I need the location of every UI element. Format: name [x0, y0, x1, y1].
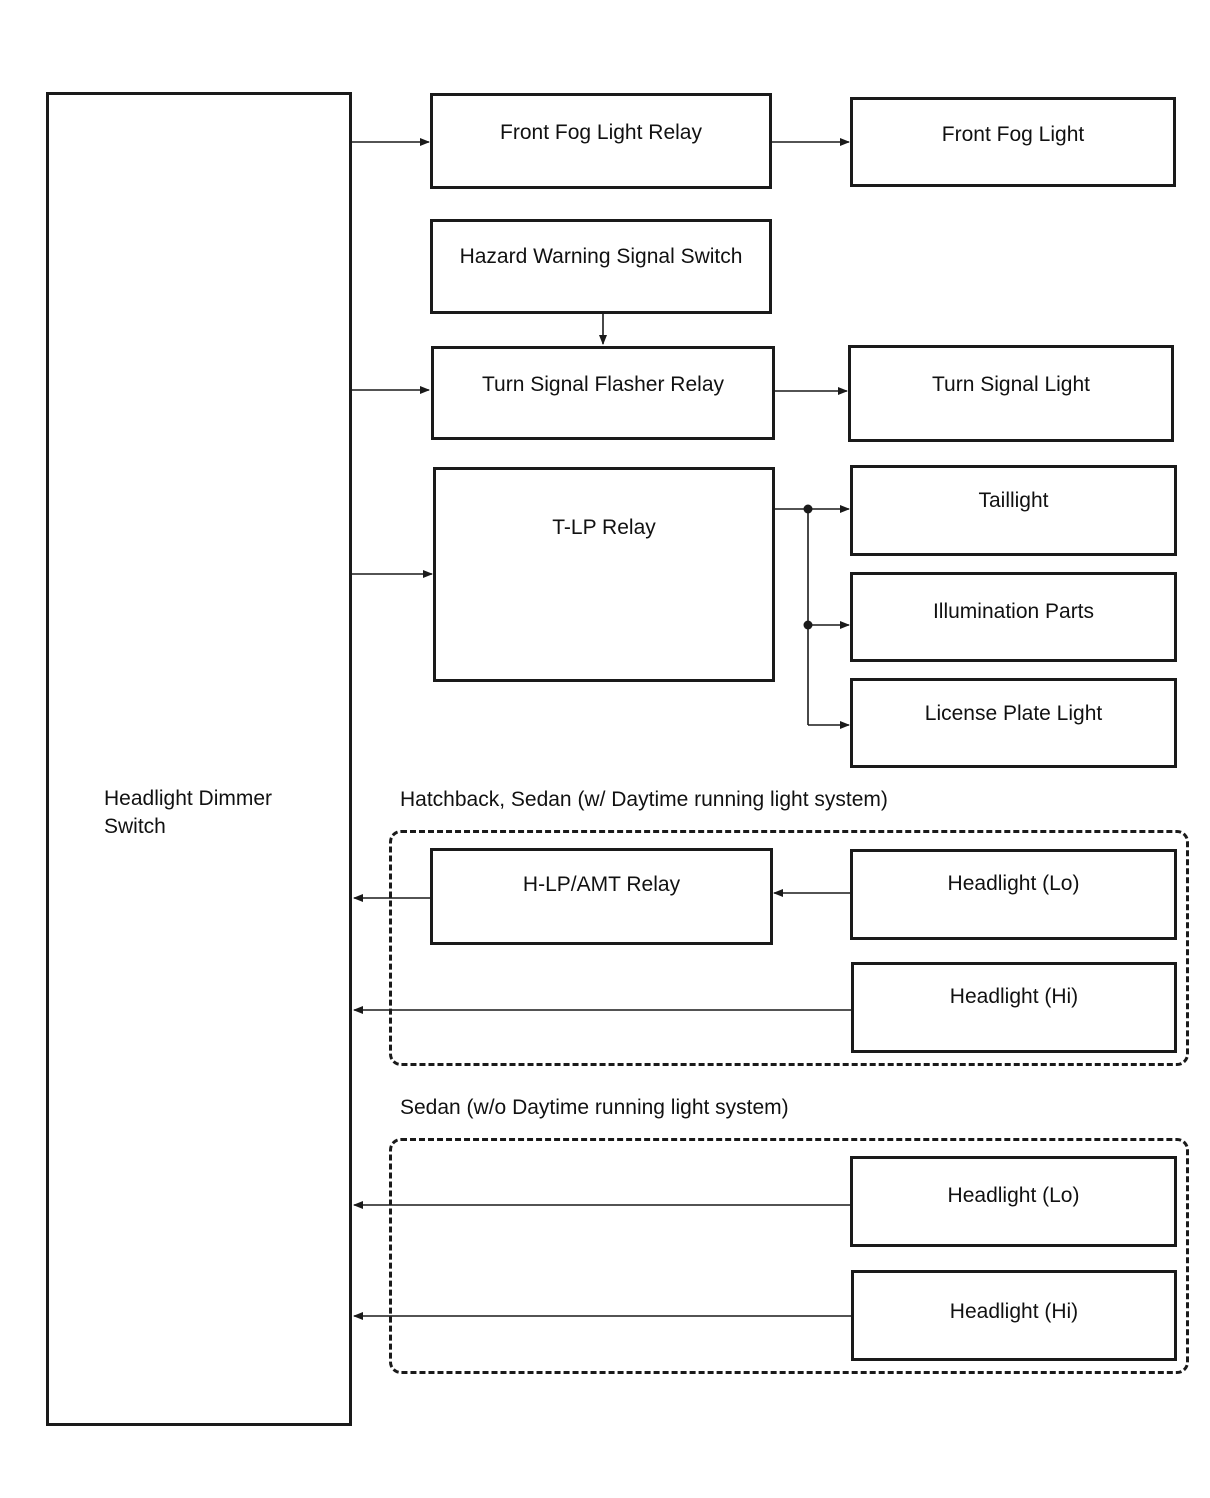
- taillight-block: Taillight: [850, 465, 1177, 556]
- hlp-amt-relay-label: H-LP/AMT Relay: [522, 873, 681, 896]
- headlight-lo-drl-label: Headlight (Lo): [947, 872, 1080, 895]
- hazard-warning-signal-switch-block: Hazard Warning Signal Switch: [430, 219, 772, 314]
- group-drl-dashed-box: [389, 830, 1189, 1066]
- headlight-lo-drl-block: Headlight (Lo): [850, 849, 1177, 940]
- front-fog-light-label: Front Fog Light: [941, 123, 1085, 146]
- hlp-amt-relay-block: H-LP/AMT Relay: [430, 848, 773, 945]
- headlight-hi-no-drl-block: Headlight (Hi): [851, 1270, 1177, 1361]
- headlight-dimmer-switch-label: Headlight Dimmer Switch: [104, 787, 273, 838]
- front-fog-light-relay-block: Front Fog Light Relay: [430, 93, 772, 189]
- turn-signal-light-block: Turn Signal Light: [848, 345, 1174, 442]
- headlight-lo-no-drl-label: Headlight (Lo): [947, 1184, 1080, 1207]
- junction-dot-illumination: [803, 620, 813, 630]
- turn-signal-light-label: Turn Signal Light: [932, 373, 1090, 396]
- taillight-label: Taillight: [978, 489, 1049, 512]
- tlp-relay-label: T-LP Relay: [552, 516, 656, 539]
- group-no-drl-caption: Sedan (w/o Daytime running light system): [400, 1096, 789, 1119]
- headlight-hi-drl-label: Headlight (Hi): [949, 985, 1079, 1008]
- illumination-parts-label: Illumination Parts: [932, 600, 1095, 623]
- group-drl-caption: Hatchback, Sedan (w/ Daytime running lig…: [400, 788, 888, 811]
- turn-signal-flasher-relay-block: Turn Signal Flasher Relay: [431, 346, 775, 440]
- license-plate-light-label: License Plate Light: [924, 702, 1103, 725]
- front-fog-light-block: Front Fog Light: [850, 97, 1176, 187]
- tlp-relay-block: T-LP Relay: [433, 467, 775, 682]
- turn-signal-flasher-relay-label: Turn Signal Flasher Relay: [482, 373, 724, 396]
- illumination-parts-block: Illumination Parts: [850, 572, 1177, 662]
- junction-dot-taillight: [803, 504, 813, 514]
- hazard-warning-signal-switch-label: Hazard Warning Signal Switch: [459, 245, 743, 268]
- headlight-lo-no-drl-block: Headlight (Lo): [850, 1156, 1177, 1247]
- license-plate-light-block: License Plate Light: [850, 678, 1177, 768]
- headlight-dimmer-switch-block: Headlight Dimmer Switch: [46, 92, 352, 1426]
- front-fog-light-relay-label: Front Fog Light Relay: [500, 121, 702, 144]
- group-no-drl-dashed-box: [389, 1138, 1189, 1374]
- headlight-hi-no-drl-label: Headlight (Hi): [949, 1300, 1079, 1323]
- headlight-hi-drl-block: Headlight (Hi): [851, 962, 1177, 1053]
